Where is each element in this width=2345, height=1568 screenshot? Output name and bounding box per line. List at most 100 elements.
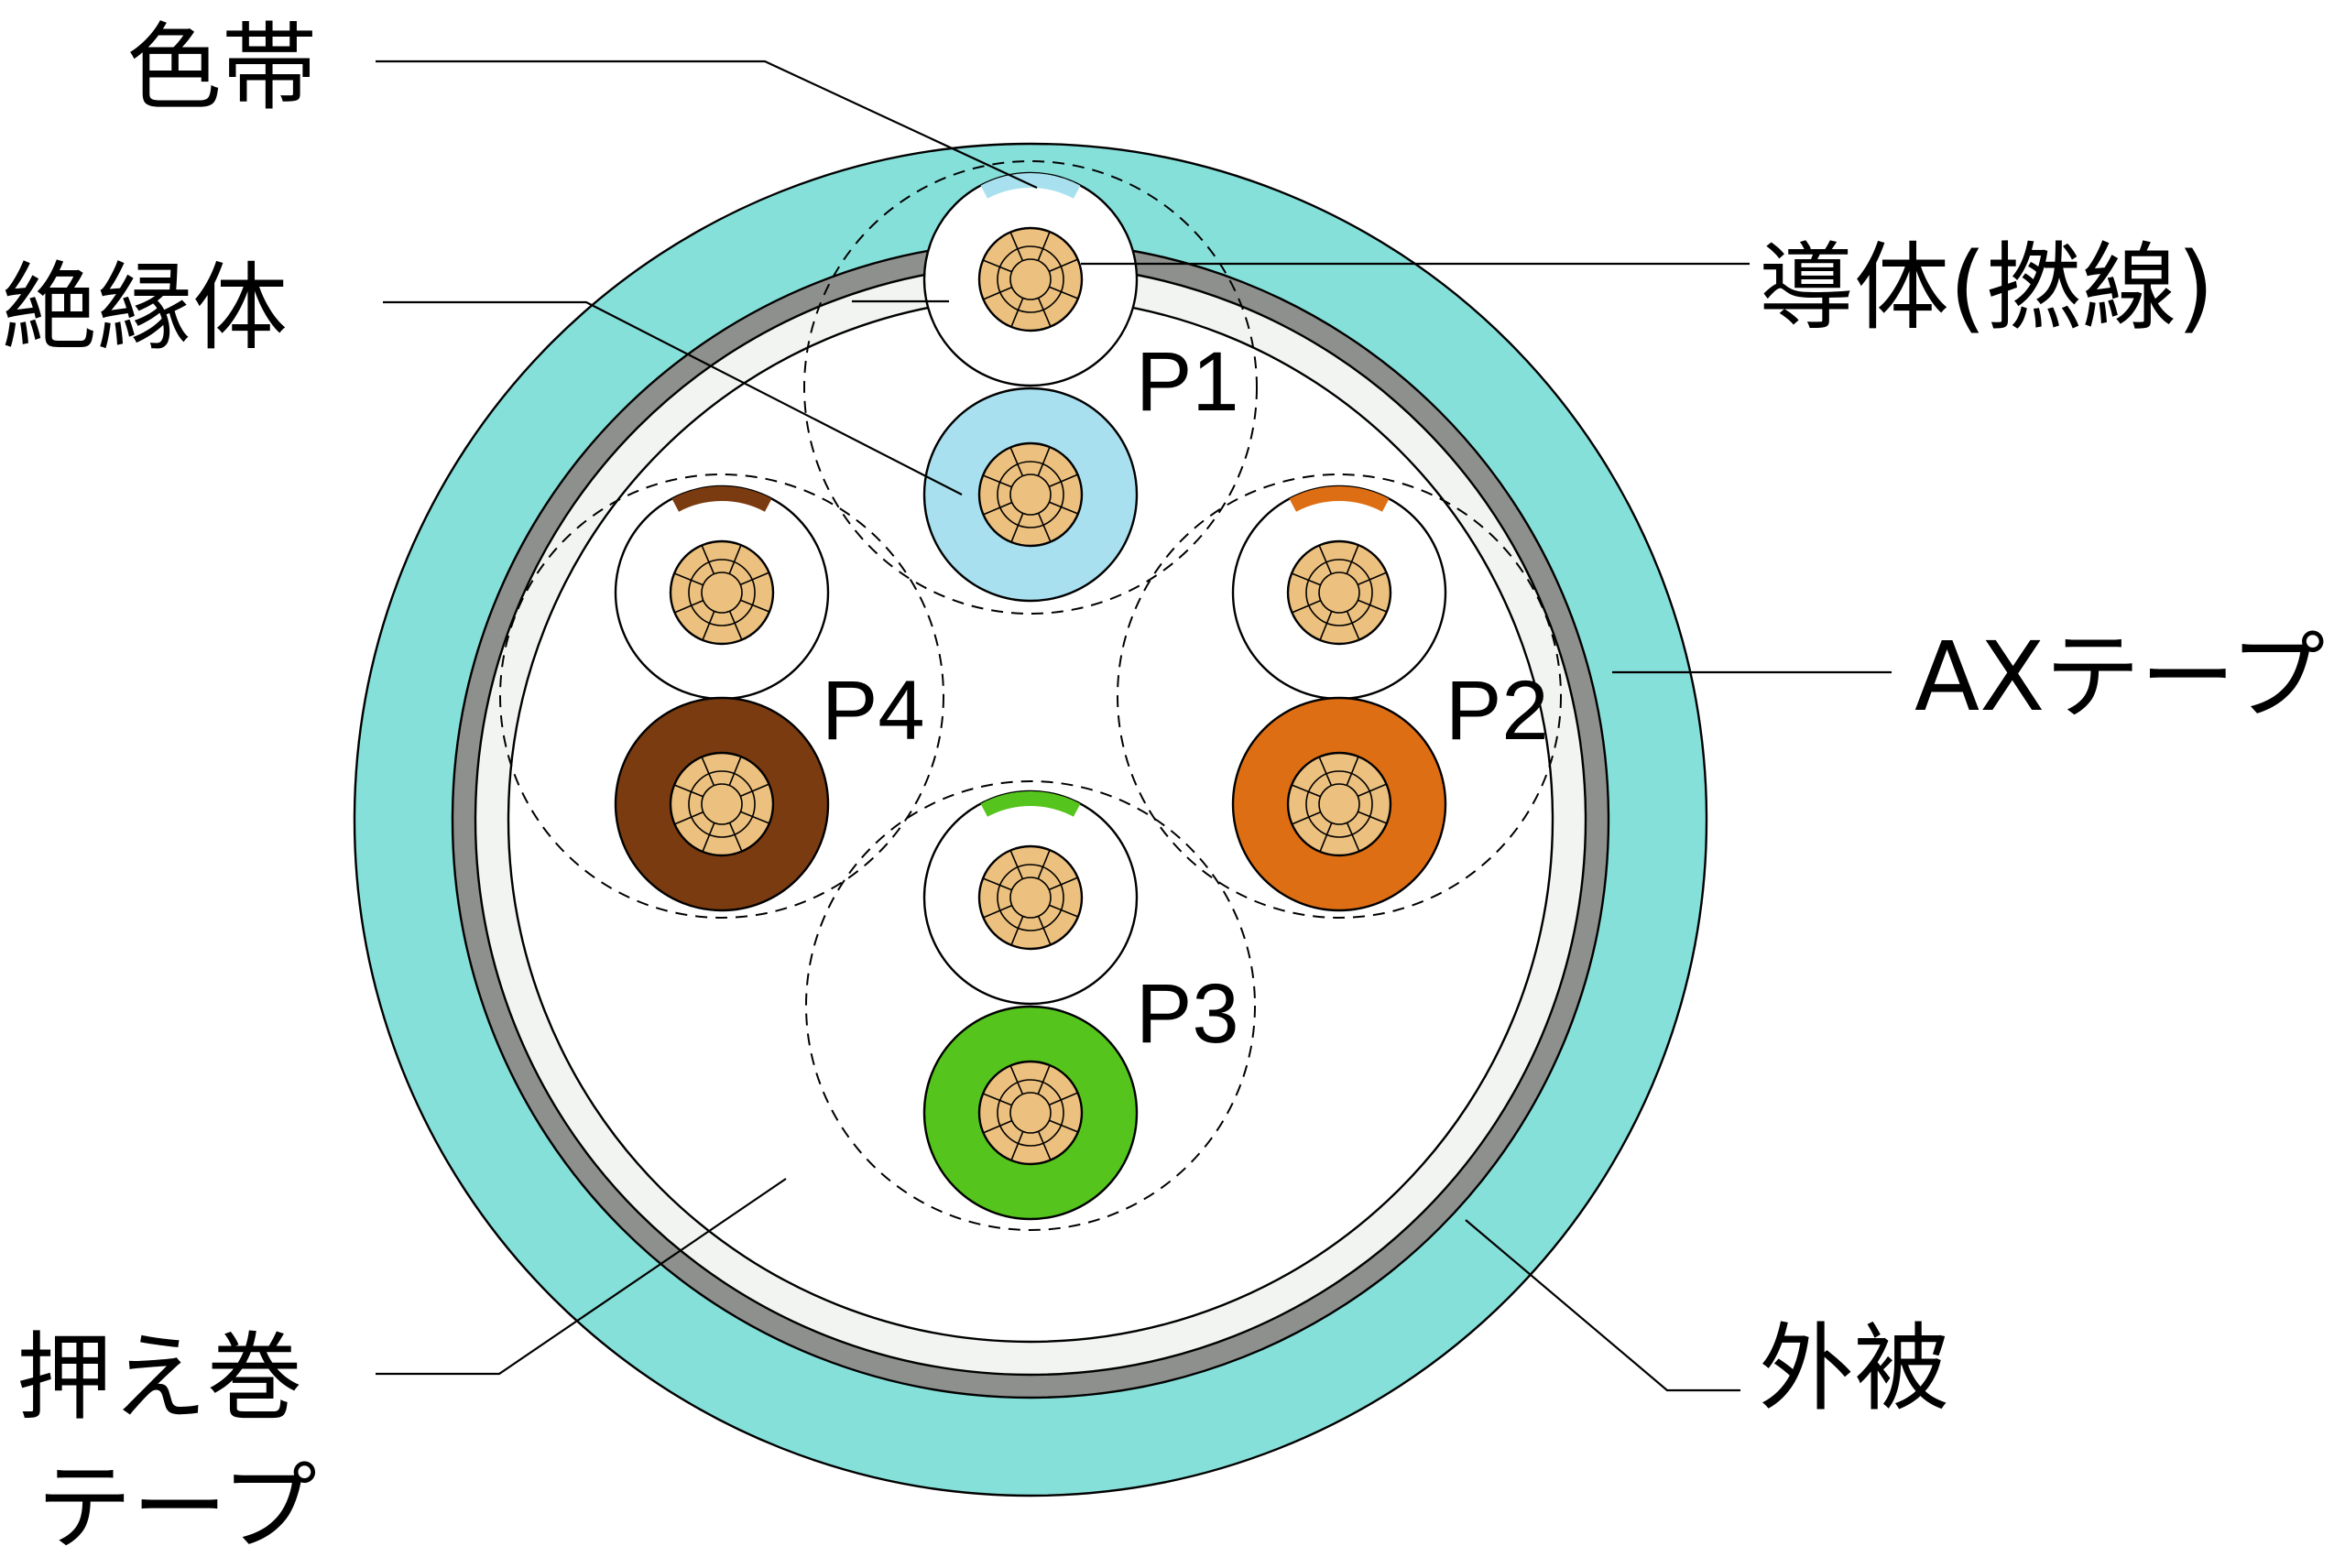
conductor-strands-middle — [688, 770, 756, 838]
wire-p4-colored — [614, 696, 830, 912]
strand-divider — [1048, 877, 1078, 891]
wire-p2-colored — [1231, 696, 1447, 912]
strand-divider — [739, 783, 769, 798]
wire-conductor — [977, 844, 1084, 951]
strand-divider — [1346, 756, 1359, 786]
label-ax-tape: AXテープ — [1914, 621, 2325, 733]
strand-divider — [1037, 1130, 1052, 1160]
color-band — [671, 486, 772, 512]
strand-divider — [1292, 811, 1322, 825]
strand-divider — [1010, 298, 1024, 328]
strand-divider — [983, 501, 1013, 516]
strand-divider — [701, 545, 715, 575]
pair-group-p1 — [803, 160, 1258, 615]
strand-divider — [983, 286, 1013, 300]
pair-group-p3 — [805, 780, 1256, 1231]
wire-p1-white — [922, 171, 1139, 387]
pair-label-p4: P4 — [822, 664, 925, 757]
conductor-strands-center — [701, 572, 743, 614]
color-band — [1289, 486, 1390, 512]
wire-p3-colored — [922, 1005, 1139, 1221]
conductor-strands-center — [1009, 1092, 1052, 1134]
strand-divider — [1049, 501, 1079, 515]
strand-divider — [1009, 232, 1024, 262]
strand-divider — [1037, 915, 1052, 945]
strand-divider — [1291, 572, 1321, 586]
pair-label-p2: P2 — [1445, 664, 1549, 757]
wires — [614, 171, 1447, 1221]
pair-groups — [499, 160, 1562, 1231]
strand-divider — [739, 572, 769, 586]
conductor-strands-center — [1009, 474, 1052, 516]
strand-divider — [1037, 297, 1052, 327]
strand-divider — [983, 1119, 1013, 1134]
conductor-strands-center — [1318, 572, 1360, 614]
strand-divider — [1048, 1092, 1078, 1106]
strand-divider — [1037, 446, 1051, 476]
strand-divider — [1292, 599, 1322, 614]
strand-divider — [1357, 572, 1387, 586]
strand-divider — [982, 259, 1012, 273]
strand-divider — [1346, 610, 1360, 640]
wire-conductor — [1286, 751, 1392, 857]
strand-divider — [1049, 286, 1079, 299]
label-insulation: 絶縁体 — [2, 252, 288, 364]
strand-divider — [1357, 783, 1387, 798]
strand-divider — [1037, 512, 1052, 542]
strand-divider — [1049, 904, 1079, 918]
strand-divider — [728, 822, 743, 852]
strand-divider — [702, 611, 715, 641]
conductor-strands-middle — [997, 245, 1064, 313]
label-color-band: 色帯 — [126, 12, 317, 124]
conductor-strands-middle — [1305, 559, 1373, 626]
strand-divider — [1291, 784, 1321, 798]
strand-divider — [1048, 474, 1078, 488]
label-wrap-tape-line2: テープ — [37, 1452, 317, 1563]
strand-divider — [1010, 1131, 1024, 1161]
strand-divider — [1010, 916, 1024, 946]
pair-label-p3: P3 — [1136, 967, 1239, 1061]
conductor-strands-middle — [997, 1079, 1064, 1147]
strand-divider — [673, 572, 704, 586]
strand-divider — [728, 544, 742, 574]
strand-divider — [1319, 822, 1333, 853]
strand-divider — [982, 877, 1012, 891]
conductor-strands-middle — [997, 461, 1064, 528]
strand-divider — [740, 811, 770, 824]
pair-group-p4 — [499, 474, 944, 919]
strand-divider — [1009, 1065, 1024, 1095]
conductor-strands-middle — [997, 864, 1064, 931]
strand-divider — [983, 904, 1013, 919]
wire-conductor — [669, 539, 775, 646]
color-band — [980, 173, 1081, 199]
wire-conductor — [1286, 539, 1392, 646]
strand-divider — [1358, 599, 1388, 613]
strand-divider — [1346, 822, 1360, 852]
strand-divider — [1318, 545, 1333, 575]
conductor-strands-middle — [688, 559, 756, 626]
conductor-strands-center — [1318, 783, 1360, 825]
wire-p4-white — [614, 485, 830, 701]
strand-divider — [702, 822, 715, 853]
strand-divider — [1037, 849, 1051, 879]
label-wrap-tape-line1: 押え巻 — [16, 1322, 302, 1433]
pair-label-p1: P1 — [1136, 335, 1239, 429]
leader-insulation — [383, 300, 963, 495]
wire-p3-white — [922, 789, 1139, 1006]
color-band — [980, 791, 1081, 817]
conductor-strands-center — [1009, 258, 1052, 300]
strand-divider — [701, 757, 715, 787]
strand-divider — [1318, 757, 1333, 787]
wire-p2-white — [1231, 485, 1447, 701]
strand-divider — [673, 784, 704, 798]
strand-divider — [728, 610, 743, 640]
pair-group-p2 — [1117, 474, 1562, 919]
strand-divider — [982, 474, 1012, 488]
strand-divider — [674, 599, 704, 614]
wire-conductor — [669, 751, 775, 857]
conductor-strands-center — [701, 783, 743, 825]
strand-divider — [982, 1093, 1012, 1106]
strand-divider — [1049, 1119, 1079, 1133]
strand-divider — [728, 756, 742, 786]
leader-lines — [376, 60, 1892, 1392]
